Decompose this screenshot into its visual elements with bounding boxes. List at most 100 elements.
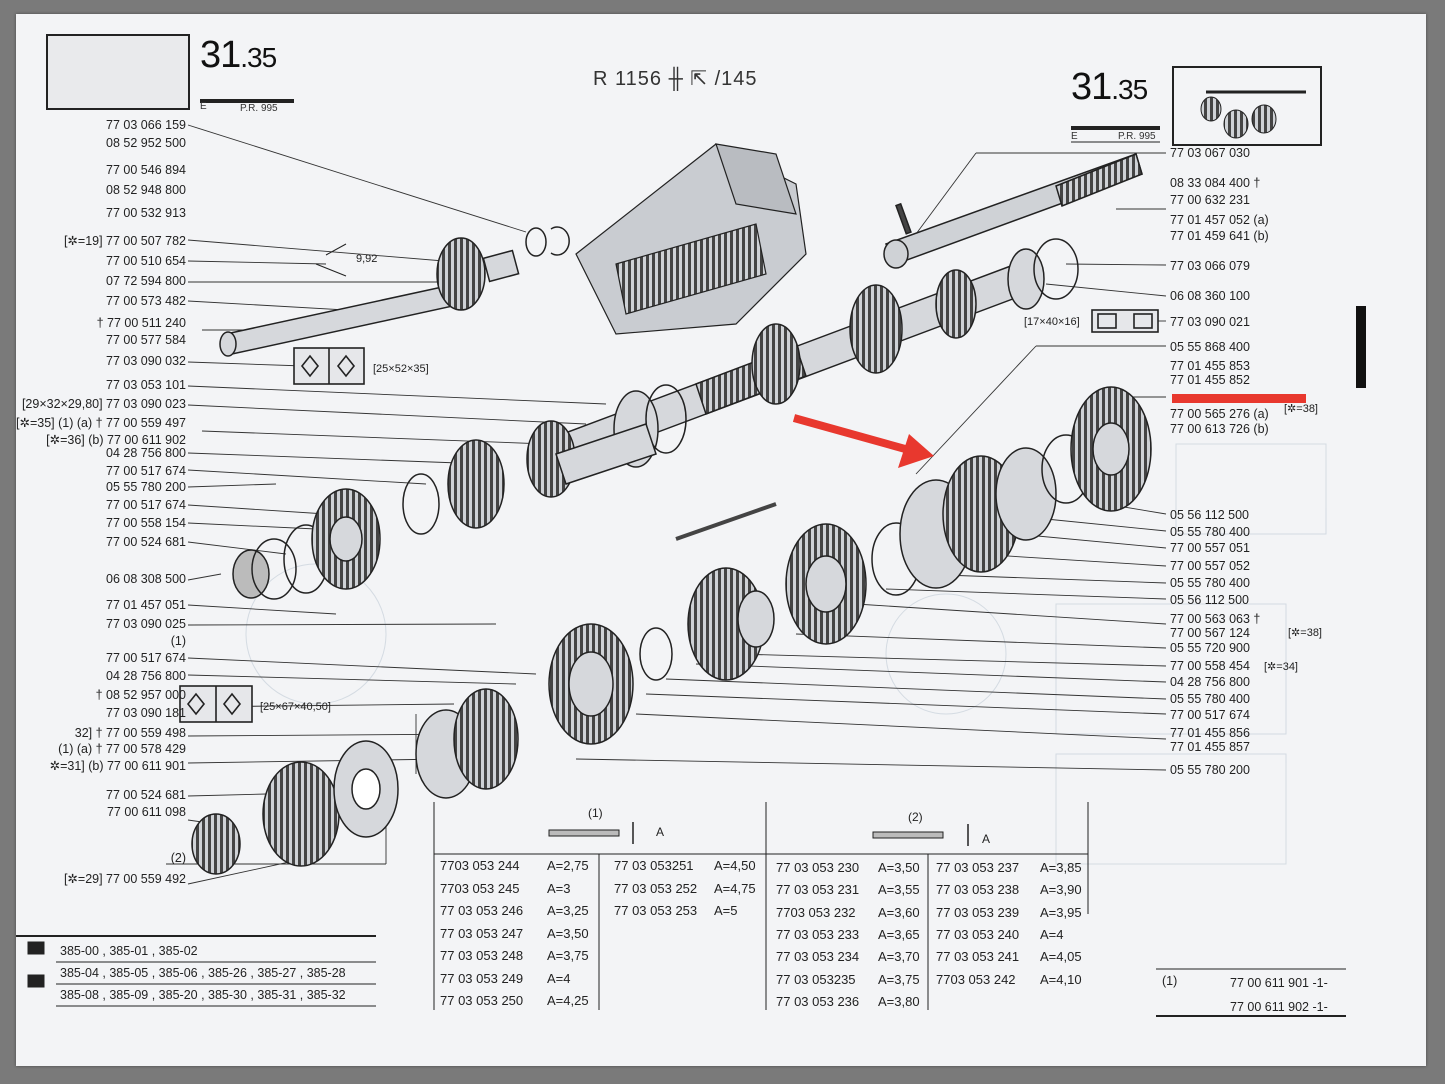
table-dimension-value: A=3,50: [878, 860, 920, 875]
table-dimension-value: A=4,25: [547, 993, 589, 1008]
part-code: 77 00 567 124: [1170, 626, 1250, 640]
table-dimension-value: A=3,80: [878, 993, 920, 1009]
footer-ref-line: 385-08 , 385-09 , 385-20 , 385-30 , 385-…: [60, 988, 346, 1002]
table-dimension-value: A=5: [714, 903, 738, 918]
thumbnail-frame-right: [1172, 66, 1322, 146]
section-letter-right: E: [1071, 131, 1078, 142]
table-dimension-value: A=3,75: [547, 948, 589, 963]
table-dimension-value: A=4,05: [1040, 949, 1082, 965]
part-code: 77 00 546 894: [106, 163, 186, 177]
part-code: 77 00 517 674: [1170, 708, 1250, 722]
part-code: [✲=36] (b) 77 00 611 902: [46, 433, 186, 447]
table-dimension-value: A=3,50: [547, 925, 589, 941]
part-code: 05 55 780 400: [1170, 576, 1250, 590]
table-dimension-value: A=3,95: [1040, 904, 1082, 920]
table-part-code: 77 03 053 248: [440, 948, 524, 963]
bearing-symbols: [179, 309, 1159, 723]
table-dimension-value: A=3,85: [1040, 860, 1082, 875]
part-code: (2): [170, 851, 186, 865]
part-code: 05 55 780 400: [1170, 525, 1250, 539]
red-underline-mark: [1172, 394, 1306, 403]
part-code: 77 00 517 674: [106, 498, 186, 512]
table-part-code: 77 03 053 238: [936, 882, 1020, 898]
table-part-code: 7703 053 245: [440, 880, 520, 896]
table-part-code: 7703 053 242: [936, 971, 1016, 987]
part-code: 77 00 517 674: [106, 651, 186, 665]
part-code: 77 00 563 063 †: [1170, 612, 1261, 626]
part-code: 06 08 308 500: [106, 572, 186, 586]
table-dimension-value: A=3,55: [878, 882, 920, 898]
table-dimension-value: A=3,90: [1040, 882, 1082, 898]
lower-gear-train: [191, 386, 1152, 875]
table-part-code: 7703 053 232: [776, 904, 856, 920]
part-code: 05 55 780 200: [106, 480, 186, 494]
torque-note: [✲=38]: [1284, 403, 1318, 415]
bearing-size-label: [25×52×35]: [373, 363, 429, 375]
table-part-code: 77 03 053 247: [440, 925, 524, 941]
table-dimension-value: A=2,75: [547, 858, 589, 873]
bearing-size-label: [25×67×40,50]: [260, 701, 331, 713]
section-number-main: 31: [1071, 66, 1112, 108]
part-code: 05 55 720 900: [1170, 641, 1250, 655]
part-code: (1) (a) † 77 00 578 429: [58, 742, 186, 756]
part-code: 77 01 455 856: [1170, 726, 1250, 740]
table-part-code: 77 03 053 233: [776, 926, 860, 942]
part-code: 77 01 455 853: [1170, 359, 1250, 373]
table-part-code: 7703 053 244: [440, 858, 520, 873]
dimension-label: 9,92: [356, 253, 378, 265]
part-code: 05 55 780 400: [1170, 692, 1250, 706]
table-2-heading: (2): [908, 810, 923, 824]
part-code: [✲=19] 77 00 507 782: [63, 234, 186, 248]
input-shaft: [219, 226, 570, 357]
footer-ref-line: 385-04 , 385-05 , 385-06 , 385-26 , 385-…: [60, 966, 346, 980]
part-code: 77 00 573 482: [106, 294, 186, 308]
table-part-code: 77 03 053 249: [440, 970, 524, 986]
footer-ref-line: 385-00 , 385-01 , 385-02: [60, 944, 198, 958]
footer-frame: [16, 935, 1346, 1017]
part-code: 77 03 053 101: [106, 378, 186, 392]
thumbnail-gears-right: [1200, 90, 1306, 139]
header-rules: [200, 99, 1160, 143]
section-number-decimal: .35: [1111, 74, 1148, 105]
thumbnail-frame-left: [46, 34, 190, 110]
table-part-code: 77 03 053 237: [936, 860, 1020, 875]
part-code: 07 72 594 800: [106, 274, 186, 288]
table-part-code: 77 03 053 234: [776, 949, 860, 965]
table-part-code: 77 03 053 231: [776, 882, 860, 898]
table-frames: [433, 802, 1089, 1010]
bearing-size-label: [17×40×16]: [1024, 316, 1080, 328]
table-dimension-value: A=3,70: [878, 949, 920, 965]
table-2-dim-label: A: [982, 832, 991, 846]
part-code: 77 00 613 726 (b): [1170, 422, 1269, 436]
part-code: 77 00 524 681: [106, 788, 186, 802]
torque-note: [✲=34]: [1264, 661, 1298, 673]
table-part-code: 77 03 053251: [614, 858, 694, 873]
part-code: 32] † 77 00 559 498: [74, 726, 186, 740]
table-dimension-value: A=4: [547, 970, 571, 986]
torque-note: [✲=38]: [1288, 627, 1322, 639]
part-code: 06 08 360 100: [1170, 289, 1250, 303]
part-code: 08 52 952 500: [106, 136, 186, 150]
table-part-code: 77 03 053 246: [440, 903, 524, 918]
section-number-left: 31.35: [200, 36, 277, 74]
model-reference: R 1156 ╫ ⇱ /145: [593, 68, 758, 90]
part-code: 77 00 565 276 (a): [1170, 407, 1269, 421]
part-code: 77 01 459 641 (b): [1170, 229, 1269, 243]
section-number-main: 31: [200, 34, 241, 76]
table-dimension-value: A=3,25: [547, 903, 589, 918]
part-code: 77 00 510 654: [106, 254, 186, 268]
table-1-heading: (1): [588, 806, 603, 820]
table-part-code: 77 03 053 239: [936, 904, 1020, 920]
part-code: 77 01 455 857: [1170, 740, 1250, 754]
section-letter-left: E: [200, 101, 207, 112]
footer-note-label: (1): [1162, 974, 1178, 988]
pr-number-right: P.R. 995: [1118, 131, 1156, 142]
part-code: 77 00 611 098: [106, 805, 186, 819]
table-dimension-value: A=3: [547, 880, 571, 896]
table-dimension-value: A=4,50: [714, 858, 756, 873]
part-code: 77 03 090 025: [106, 617, 186, 631]
part-code: 77 03 090 021: [1170, 315, 1250, 329]
part-code: (1): [170, 634, 186, 648]
part-code: 77 03 066 159: [106, 118, 186, 132]
part-code: 77 00 558 454: [1170, 659, 1250, 673]
